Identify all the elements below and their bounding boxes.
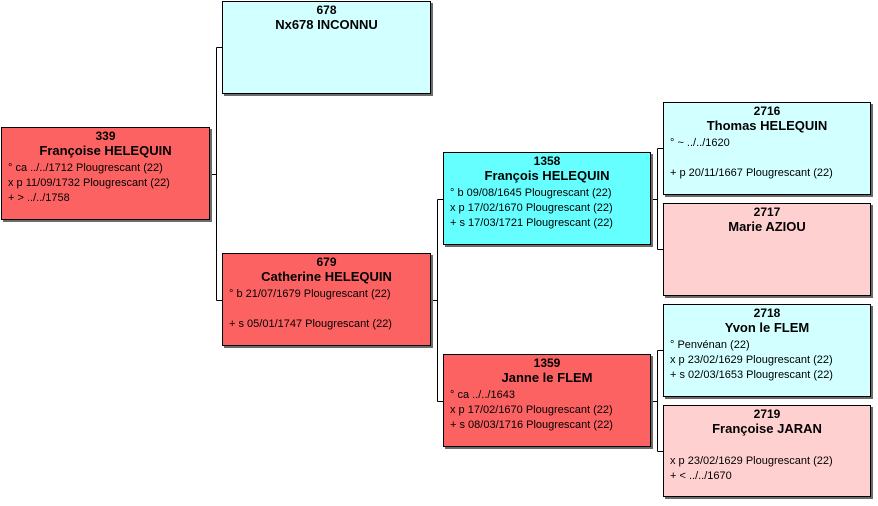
person-name: Françoise JARAN — [712, 421, 822, 436]
person-name: Thomas HELEQUIN — [706, 118, 828, 133]
spacer — [664, 234, 870, 237]
person-event-line: + s 05/01/1747 Plougrescant (22) — [229, 318, 392, 330]
person-name: Nx678 INCONNU — [275, 17, 378, 32]
spacer — [223, 32, 430, 35]
person-name: Françoise HELEQUIN — [39, 143, 172, 158]
person-name: Marie AZIOU — [728, 219, 806, 234]
person-event-line: x p 23/02/1629 Plougrescant (22) — [670, 354, 833, 366]
person-name: François HELEQUIN — [484, 168, 610, 183]
person-event-line: x p 17/02/1670 Plougrescant (22) — [450, 202, 613, 214]
person-number: 678 — [316, 3, 337, 17]
person-number: 1358 — [533, 154, 561, 168]
person-number: 339 — [95, 129, 116, 143]
person-number: 1359 — [533, 356, 561, 370]
person-event-line: ° b 21/07/1679 Plougrescant (22) — [229, 288, 391, 300]
person-event-line: + s 02/03/1653 Plougrescant (22) — [670, 369, 833, 381]
person-event-line: + < ../../1670 — [670, 470, 732, 482]
person-number: 2716 — [753, 104, 781, 118]
connector-1358 — [651, 148, 663, 250]
person-event-line: + s 17/03/1721 Plougrescant (22) — [450, 217, 613, 229]
person-event-line: + p 20/11/1667 Plougrescant (22) — [670, 167, 833, 179]
person-event-line: + > ../../1758 — [8, 192, 70, 204]
person-name: Janne le FLEM — [501, 370, 593, 385]
connector-679 — [431, 199, 443, 402]
person-event-line: x p 23/02/1629 Plougrescant (22) — [670, 455, 833, 467]
person-event-line: ° ca ../../1712 Plougrescant (22) — [8, 162, 163, 174]
person-name: Catherine HELEQUIN — [261, 269, 392, 284]
connector-339 — [210, 47, 222, 301]
person-event-line: x p 17/02/1670 Plougrescant (22) — [450, 404, 613, 416]
person-name: Yvon le FLEM — [724, 320, 810, 335]
person-event-line — [223, 302, 430, 317]
person-event-line — [664, 439, 870, 454]
person-event-line: ° b 09/08/1645 Plougrescant (22) — [450, 187, 612, 199]
person-event-line: ° ~ ../../1620 — [670, 137, 730, 149]
person-event-line — [664, 151, 870, 166]
person-number: 2719 — [753, 407, 781, 421]
connector-1359 — [651, 350, 663, 452]
person-event-line: + s 08/03/1716 Plougrescant (22) — [450, 419, 613, 431]
person-number: 2718 — [753, 306, 781, 320]
person-event-line: x p 11/09/1732 Plougrescant (22) — [8, 177, 170, 189]
person-number: 2717 — [753, 205, 781, 219]
person-number: 679 — [316, 255, 337, 269]
person-event-line: ° ca ../../1643 — [450, 389, 515, 401]
person-event-line: ° Penvénan (22) — [670, 339, 750, 351]
